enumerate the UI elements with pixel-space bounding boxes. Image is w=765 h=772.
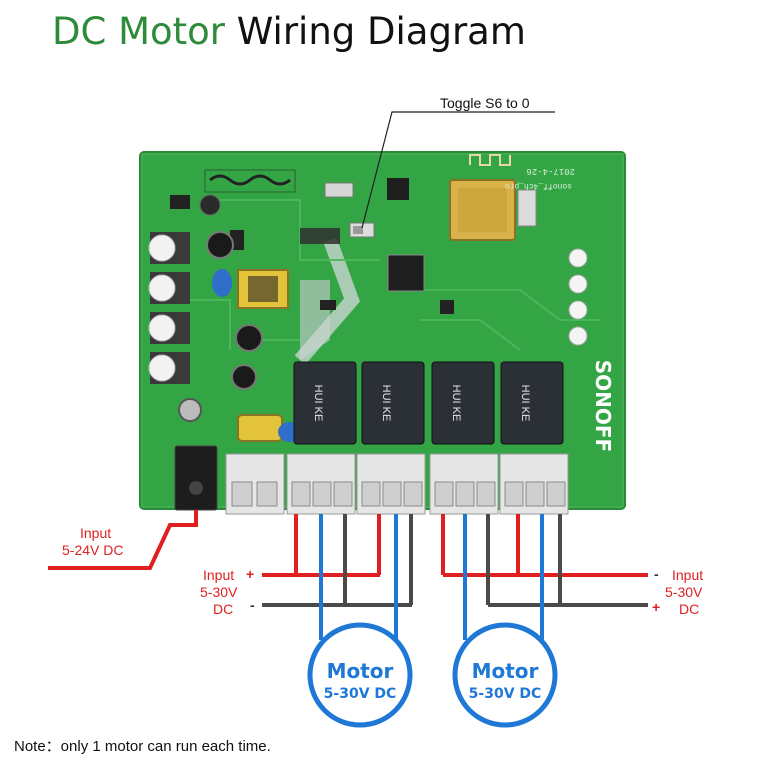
left-supply-input: Input — [203, 567, 234, 583]
toggle-callout: Toggle S6 to 0 — [361, 95, 555, 229]
power-input-wire — [48, 510, 198, 570]
dc-barrel-jack — [174, 445, 218, 511]
capacitor-3 — [231, 364, 257, 390]
capacitor-4 — [178, 398, 202, 422]
page-title: DC Motor Wiring Diagram — [52, 8, 526, 56]
left-supply-voltage: 5-30V — [200, 584, 238, 600]
led-1 — [568, 248, 588, 268]
left-supply-label: Input + 5-30V DC - — [200, 566, 255, 617]
pcb-antenna-trace — [469, 154, 511, 166]
right-supply-plus: + — [652, 599, 660, 615]
side-buttons — [148, 232, 190, 384]
motor-1-circle — [307, 622, 413, 728]
right-supply-minus: - — [654, 566, 659, 582]
right-supply-dc: DC — [679, 601, 699, 617]
microcontroller-chip — [387, 254, 425, 292]
pin-header — [300, 228, 340, 244]
left-supply-minus: - — [250, 597, 255, 613]
button-2 — [148, 274, 176, 302]
sonoff-logo: SONOFF — [591, 360, 615, 452]
relay-3 — [431, 361, 495, 445]
button-3 — [148, 314, 176, 342]
motor-1-title: Motor — [327, 659, 394, 683]
motor-1: Motor 5-30V DC — [307, 622, 413, 728]
capacitor-2 — [235, 324, 263, 352]
yellow-capacitor — [237, 414, 283, 442]
left-power-line2: 5-24V DC — [62, 542, 123, 558]
relay-1-label: HUI KE — [312, 385, 324, 422]
title-wiring-diagram: Wiring Diagram — [236, 10, 526, 53]
crystal — [324, 182, 354, 198]
relay-3-label: HUI KE — [450, 385, 462, 422]
led-3 — [568, 300, 588, 320]
led-2 — [568, 274, 588, 294]
right-supply-voltage: 5-30V — [665, 584, 703, 600]
motor-2-spec: 5-30V DC — [469, 686, 542, 702]
left-supply-plus: + — [246, 566, 254, 582]
relay-2-label: HUI KE — [380, 385, 392, 422]
relay-1 — [293, 361, 357, 445]
note-text: Note：only 1 motor can run each time. — [14, 738, 271, 755]
motor-2: Motor 5-30V DC — [452, 622, 558, 728]
motor-2-title: Motor — [472, 659, 539, 683]
left-power-label: Input 5-24V DC — [62, 525, 123, 558]
led-4 — [568, 326, 588, 346]
toggle-s6-label: Toggle S6 to 0 — [440, 95, 530, 111]
left-power-line1: Input — [80, 525, 111, 541]
status-leds — [568, 248, 588, 346]
motor-1-spec: 5-30V DC — [324, 686, 397, 702]
title-dc-motor: DC Motor — [52, 10, 226, 53]
relay-2 — [361, 361, 425, 445]
button-1 — [148, 234, 176, 262]
motor-2-circle — [452, 622, 558, 728]
relay-4 — [500, 361, 564, 445]
relays: HUI KE HUI KE HUI KE HUI KE — [293, 361, 564, 445]
right-supply-input: Input — [672, 567, 703, 583]
silkscreen-name: sonoff_4ch_pro — [505, 181, 572, 190]
silkscreen-date: 2017-4-26 — [526, 166, 575, 176]
button-4 — [148, 354, 176, 382]
antenna-coil — [204, 169, 296, 193]
capacitor-1 — [206, 231, 234, 259]
right-supply-label: - Input 5-30V + DC — [652, 566, 703, 617]
relay-4-label: HUI KE — [519, 385, 531, 422]
left-supply-dc: DC — [213, 601, 233, 617]
ic-chip-2 — [387, 178, 409, 200]
circuit-board: 2017-4-26 sonoff_4ch_pro HUI KE HUI KE H… — [139, 151, 626, 515]
header-pins — [517, 189, 537, 227]
terminal-blocks — [225, 453, 569, 515]
wires — [48, 510, 648, 640]
blue-capacitor — [212, 269, 232, 297]
